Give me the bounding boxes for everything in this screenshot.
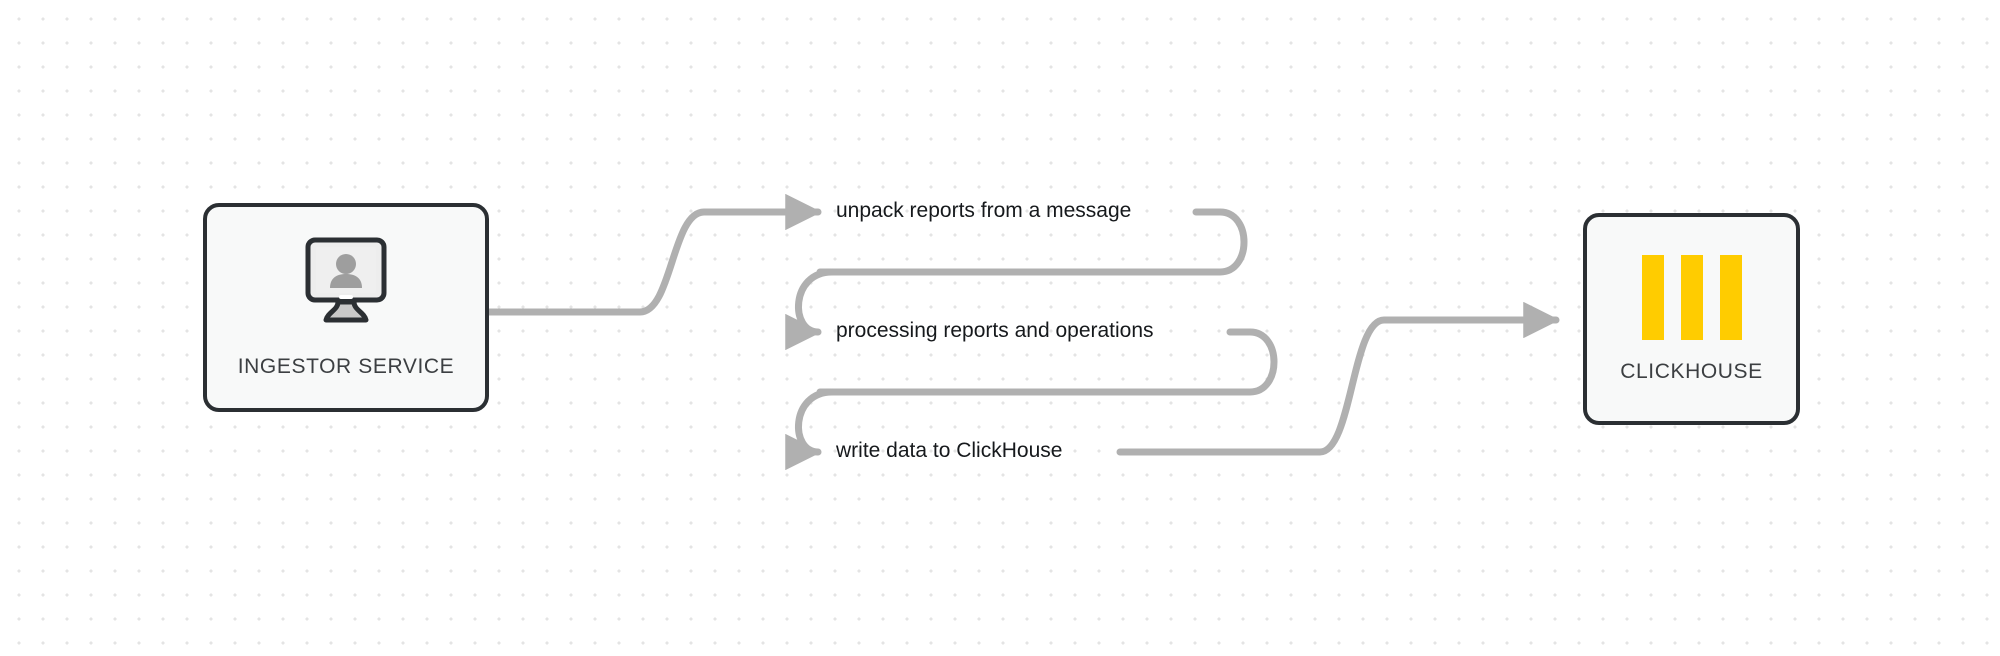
clickhouse-bar-3 <box>1719 254 1742 340</box>
edge-path-to-write <box>785 388 836 471</box>
clickhouse-bar-1 <box>1641 254 1664 340</box>
edge-path-ingestor-to-unpack <box>485 193 822 316</box>
node-clickhouse-label: CLICKHOUSE <box>1620 359 1763 383</box>
monitor-user-icon <box>294 236 398 333</box>
clickhouse-bars-icon <box>1641 254 1742 340</box>
edge-label-write-data: write data to ClickHouse <box>836 439 1063 462</box>
node-ingestor-label: INGESTOR SERVICE <box>237 355 455 378</box>
clickhouse-bar-2 <box>1680 254 1703 340</box>
edge-label-unpack-reports: unpack reports from a message <box>836 199 1132 222</box>
node-ingestor-service[interactable]: INGESTOR SERVICE <box>203 203 489 412</box>
edge-path-write-to-clickhouse <box>1116 301 1560 456</box>
edge-path-to-processing <box>785 268 836 351</box>
node-clickhouse[interactable]: CLICKHOUSE <box>1583 213 1800 425</box>
edge-label-processing-reports: processing reports and operations <box>836 319 1154 342</box>
